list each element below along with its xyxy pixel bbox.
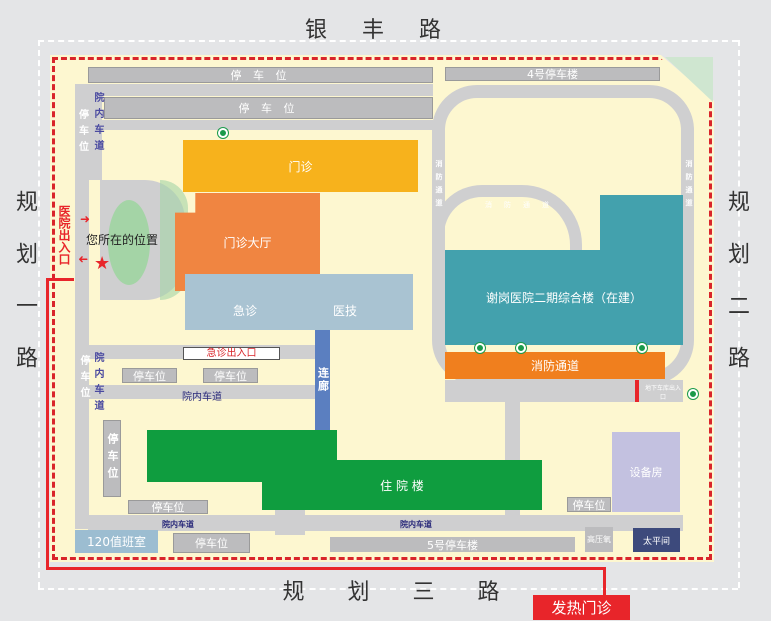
entrance-arrow-in: ➜	[80, 212, 91, 226]
parking-bottom-1: 停车位	[128, 500, 208, 514]
parking-5: 5号停车楼	[330, 537, 575, 552]
route-segment	[603, 567, 606, 597]
emergency: 急诊	[232, 303, 257, 318]
parking-left-top: 停车位	[76, 108, 88, 157]
road-right: 规划二路	[724, 190, 749, 398]
inner-road-bottom-1: 院内车道	[162, 520, 194, 529]
inner-road-left-top: 院内车道	[92, 92, 103, 156]
inner-road-bottom-2: 院内车道	[400, 520, 432, 529]
parking-top-1: 停 车 位	[88, 67, 433, 83]
parking-mid-2: 停车位	[203, 368, 258, 383]
parking-right: 停车位	[567, 497, 611, 512]
mortuary: 太平间	[633, 528, 680, 552]
hyperbaric: 高压氧	[585, 527, 613, 552]
phase2-building: 谢岗医院二期综合楼（在建）	[445, 250, 683, 345]
fire-lane-right: 消防通道	[685, 160, 693, 212]
you-are-here: 您所在的位置	[86, 233, 159, 247]
outpatient-building: 门诊	[183, 140, 418, 192]
parking-vertical: 停车位	[103, 420, 121, 497]
route-segment	[46, 567, 606, 570]
fire-lane-bar: 消防通道	[445, 352, 665, 379]
emergency-entrance: 急诊出入口	[183, 347, 280, 360]
exit-icon	[516, 343, 526, 353]
hospital-entrance: 医院出入口	[57, 205, 71, 265]
parking-left-bottom: 停车位	[78, 355, 89, 403]
you-are-here-star: ★	[94, 253, 111, 274]
duty-120: 120值班室	[75, 530, 158, 553]
exit-icon	[688, 389, 698, 399]
parking-bottom-2: 停车位	[173, 533, 250, 553]
medtech: 医技	[332, 303, 357, 318]
site-boundary	[52, 57, 712, 560]
plaza-oval	[108, 200, 150, 285]
fire-lane-left: 消防通道	[435, 160, 443, 212]
entrance-arrow-out: ➜	[78, 252, 89, 266]
fire-lane-curve: 消防通道	[485, 201, 561, 209]
inpatient-building: 住 院 楼	[262, 460, 542, 510]
exit-icon	[637, 343, 647, 353]
equipment-room: 设备房	[612, 432, 680, 512]
road-bottom: 规 划 三 路	[282, 580, 518, 605]
parking-4: 4号停车楼	[445, 67, 660, 81]
exit-icon	[218, 128, 228, 138]
route-segment	[46, 278, 74, 281]
route-segment	[46, 278, 49, 570]
parking-top-2: 停 车 位	[104, 97, 433, 119]
corridor: 连廊	[315, 330, 330, 430]
parking-mid-1: 停车位	[122, 368, 177, 383]
road-left: 规划一路	[12, 190, 37, 398]
exit-icon	[475, 343, 485, 353]
road-top: 银 丰 路	[305, 18, 455, 43]
inner-road-mid: 院内车道	[182, 392, 222, 403]
underground-garage: 地下车库出入口	[644, 385, 681, 401]
fever-clinic[interactable]: 发热门诊	[533, 595, 630, 620]
inner-road-left-bottom: 院内车道	[92, 352, 103, 416]
